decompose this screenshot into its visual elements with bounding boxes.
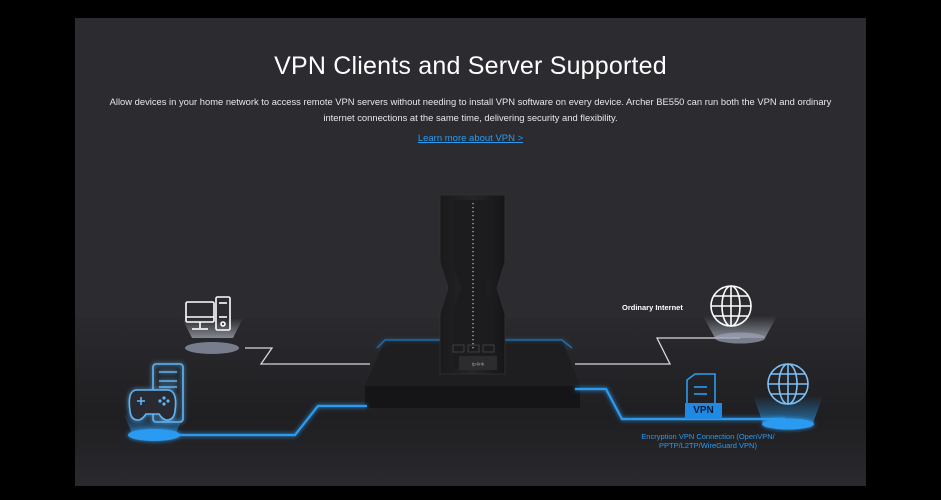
router-buttons <box>452 344 495 353</box>
vpn-connection-label: Encryption VPN Connection (OpenVPN/ PPTP… <box>615 432 801 450</box>
router-device: tp-link <box>439 194 506 375</box>
learn-more-vpn-link[interactable]: Learn more about VPN > <box>417 133 524 144</box>
router-brand-logo: tp-link <box>472 362 485 367</box>
ordinary-internet-label: Ordinary Internet <box>622 303 683 312</box>
vpn-server-icon <box>685 373 722 419</box>
desktop-computer-icon <box>182 296 243 354</box>
vpn-connection-label-line1: Encryption VPN Connection (OpenVPN/ <box>641 432 775 441</box>
vpn-connection-label-line2: PPTP/L2TP/WireGuard VPN) <box>659 441 757 450</box>
section-title: VPN Clients and Server Supported <box>274 52 667 80</box>
network-diagram: tp-link <box>123 194 823 441</box>
internet-globe-icon <box>703 285 777 344</box>
vpn-badge: VPN <box>693 405 714 416</box>
vpn-globe-icon <box>753 363 823 430</box>
section-description: Allow devices in your home network to ac… <box>109 96 832 123</box>
vpn-feature-panel: tp-link <box>75 18 866 486</box>
gaming-console-icon <box>123 363 185 441</box>
ordinary-connection-lines <box>245 337 740 365</box>
